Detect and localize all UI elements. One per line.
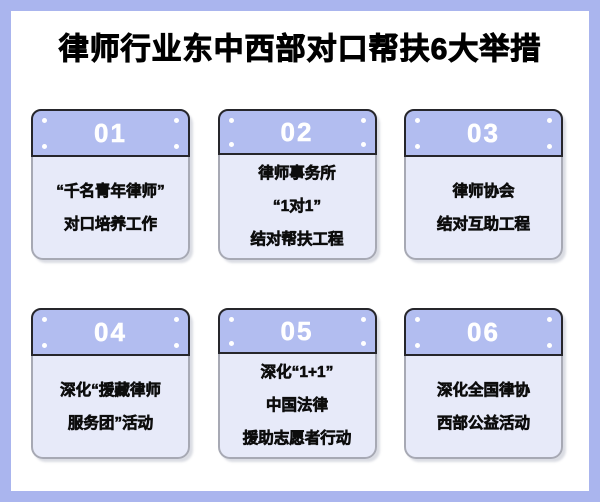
measure-card-5: 05 深化“1+1” 中国法律 援助志愿者行动 [217,308,377,459]
card-text-line: 结对帮扶工程 [250,231,344,249]
corner-dot-icon [415,343,420,348]
measure-card-4: 04 深化“援藏律师 服务团”活动 [31,308,190,459]
card-text: 深化“1+1” 中国法律 援助志愿者行动 [217,354,377,459]
card-text-line: 深化“援藏律师 [60,381,161,399]
card-text-line: 援助志愿者行动 [242,430,352,448]
card-text: 深化“援藏律师 服务团”活动 [31,356,190,459]
card-number-header: 01 [31,109,190,157]
card-number-header: 03 [404,109,563,157]
card-number: 04 [94,316,127,347]
corner-dot-icon [174,144,179,149]
card-text: 律师事务所 “1对1” 结对帮扶工程 [217,155,377,260]
measure-card-2: 02 律师事务所 “1对1” 结对帮扶工程 [217,109,377,260]
corner-dot-icon [360,317,366,322]
card-number: 01 [94,117,127,148]
corner-dot-icon [42,317,47,322]
card-text-line: 结对互助工程 [436,215,531,233]
card-text-line: 西部公益活动 [436,414,531,432]
card-number-header: 06 [404,308,563,356]
card-text-line: 对口培养工作 [63,215,158,233]
card-text-line: 服务团”活动 [67,414,154,432]
corner-dot-icon [228,142,234,147]
corner-dot-icon [547,144,552,149]
card-text-line: 深化全国律协 [436,381,531,399]
corner-dot-icon [42,343,47,348]
corner-dot-icon [415,317,420,322]
card-text: 律师协会 结对互助工程 [404,157,563,260]
card-number: 06 [467,316,500,347]
corner-dot-icon [42,144,47,149]
measure-card-6: 06 深化全国律协 西部公益活动 [404,308,563,459]
corner-dot-icon [174,343,179,348]
card-text-line: “千名青年律师” [56,182,165,200]
corner-dot-icon [42,118,47,123]
card-text-line: 律师协会 [452,182,515,200]
card-text-line: 中国法律 [265,397,329,415]
card-number-header: 02 [217,109,377,155]
corner-dot-icon [360,142,366,147]
card-number-header: 05 [217,308,377,354]
card-text-line: 律师事务所 [258,165,336,183]
card-text: “千名青年律师” 对口培养工作 [31,157,190,260]
card-text-line: 深化“1+1” [260,364,334,382]
card-text-line: “1对1” [272,198,322,216]
measure-card-3: 03 律师协会 结对互助工程 [404,109,563,260]
corner-dot-icon [228,317,234,322]
corner-dot-icon [415,144,420,149]
corner-dot-icon [174,317,179,322]
corner-dot-icon [360,341,366,346]
card-text: 深化全国律协 西部公益活动 [404,356,563,459]
measure-card-1: 01 “千名青年律师” 对口培养工作 [31,109,190,260]
corner-dot-icon [228,341,234,346]
corner-dot-icon [360,118,366,123]
page-title: 律师行业东中西部对口帮扶6大举措 [58,33,542,67]
corner-dot-icon [174,118,179,123]
card-number: 03 [467,117,500,148]
corner-dot-icon [547,118,552,123]
corner-dot-icon [547,317,552,322]
corner-dot-icon [547,343,552,348]
card-number-header: 04 [31,308,190,356]
card-number: 05 [280,315,314,346]
measures-grid: 01 “千名青年律师” 对口培养工作 02 律师事务所 “1对1” 结对帮扶工程… [31,109,563,459]
corner-dot-icon [415,118,420,123]
corner-dot-icon [228,118,234,123]
card-number: 02 [280,116,314,147]
